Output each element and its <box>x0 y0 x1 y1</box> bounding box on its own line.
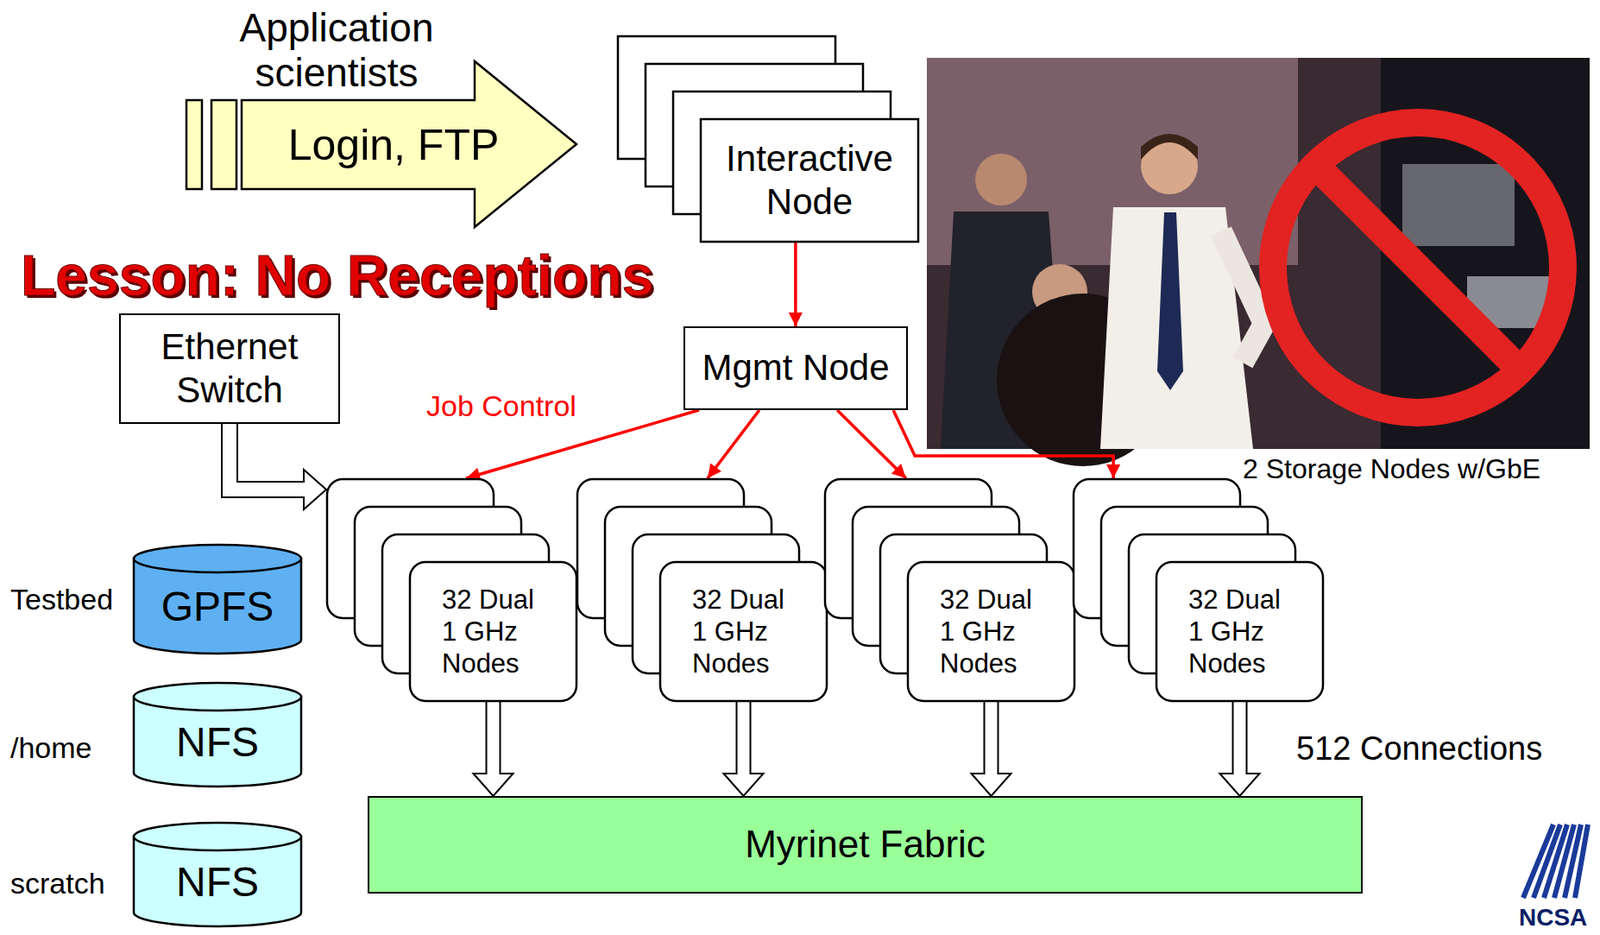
block-arrow <box>724 701 764 796</box>
arrow-fill <box>229 423 306 490</box>
stacked-box <box>700 119 919 242</box>
arrow-bar <box>186 100 202 189</box>
storage-label: scratch <box>10 865 106 901</box>
node-body: Ethernet Switch <box>120 314 339 423</box>
disk-top <box>133 682 302 711</box>
node-text: 32 Dual 1 GHz Nodes <box>939 583 1047 681</box>
node-body: NFS <box>132 850 303 913</box>
control-arrow <box>893 409 1114 479</box>
disk-top <box>133 822 302 851</box>
block-arrow <box>473 701 514 796</box>
node-body: Mgmt Node <box>685 327 907 409</box>
arrow-head <box>303 469 327 510</box>
arrow-outline <box>229 423 304 490</box>
block-arrow <box>1220 701 1260 796</box>
node-text: GPFS <box>161 581 275 632</box>
control-arrow <box>794 242 796 327</box>
block-arrow <box>971 701 1012 796</box>
note-label: 2 Storage Nodes w/GbE <box>1242 452 1541 486</box>
network-fabric: Myrinet Fabric <box>367 795 1363 894</box>
photo-person <box>975 153 1027 206</box>
prohibition-sign <box>1315 164 1521 371</box>
connector-line <box>793 242 798 327</box>
node-stack: Interactive Node <box>617 35 920 243</box>
stacked-box <box>409 561 577 701</box>
stacked-box <box>1156 561 1323 701</box>
node-body: 32 Dual 1 GHz Nodes <box>659 560 828 702</box>
stacked-box <box>660 561 827 701</box>
node-body: Interactive Node <box>699 118 920 243</box>
node-text: 32 Dual 1 GHz Nodes <box>1188 583 1296 681</box>
actor-label: Application scientists <box>222 5 451 95</box>
process-box: Mgmt Node <box>683 326 908 410</box>
photo-person <box>1157 212 1184 391</box>
arrow-head <box>473 773 514 796</box>
ncsa-logo <box>1523 824 1588 898</box>
node-text: NFS <box>176 856 259 908</box>
photo-person <box>1221 231 1265 363</box>
node-text: Myrinet Fabric <box>744 821 986 868</box>
node-stack: 32 Dual 1 GHz Nodes <box>1072 478 1324 702</box>
node-text: NFS <box>176 717 259 768</box>
storage-disk: GPFS <box>132 543 303 655</box>
node-text: Ethernet Switch <box>129 325 330 413</box>
storage-label: /home <box>10 730 93 766</box>
node-text: Login, FTP <box>288 119 500 171</box>
control-arrow <box>837 409 907 479</box>
connector-line <box>893 409 1114 479</box>
control-arrow <box>707 409 760 479</box>
node-body: 32 Dual 1 GHz Nodes <box>907 560 1076 702</box>
photo-equipment <box>1402 163 1515 246</box>
storage-label: Testbed <box>10 581 114 618</box>
node-body: Login, FTP <box>264 100 523 189</box>
stacked-box <box>907 561 1075 701</box>
switch-box: Ethernet Switch <box>119 313 341 424</box>
node-stack: 32 Dual 1 GHz Nodes <box>576 478 828 702</box>
arrow-bar <box>211 100 237 189</box>
node-stack: 32 Dual 1 GHz Nodes <box>824 478 1076 702</box>
storage-disk: NFS <box>132 681 303 788</box>
arrow-fill <box>985 701 998 775</box>
arrow-fill <box>737 701 750 775</box>
reception-photo <box>926 57 1590 467</box>
photo-person <box>1140 133 1198 160</box>
node-text: Mgmt Node <box>701 346 889 390</box>
note-label: 512 Connections <box>1296 729 1543 769</box>
logo-stripe <box>1574 824 1588 898</box>
arrow-head <box>1220 773 1260 796</box>
arrow-head <box>971 773 1012 796</box>
node-body: GPFS <box>132 573 303 640</box>
node-text: Interactive Node <box>706 137 913 225</box>
node-text: 32 Dual 1 GHz Nodes <box>692 583 800 681</box>
node-body: 32 Dual 1 GHz Nodes <box>1155 560 1324 702</box>
node-body: NFS <box>132 711 303 773</box>
disk-top <box>133 544 302 573</box>
edge-note: Job Control <box>426 388 577 424</box>
node-text: 32 Dual 1 GHz Nodes <box>441 583 549 681</box>
block-arrow <box>229 423 327 510</box>
prohibition-sign <box>1272 122 1563 413</box>
node-body: 32 Dual 1 GHz Nodes <box>409 560 578 702</box>
arrow-fill <box>487 701 500 775</box>
arrow-fill <box>1234 701 1247 775</box>
connector-line <box>837 409 907 479</box>
connector-line <box>707 409 760 479</box>
warning-banner: Lesson: No Receptions <box>20 246 654 304</box>
logo-text: NCSA <box>1518 902 1588 933</box>
node-body: Myrinet Fabric <box>369 797 1361 892</box>
storage-disk: NFS <box>132 821 303 927</box>
node-stack: 32 Dual 1 GHz Nodes <box>326 478 578 702</box>
arrow-head <box>724 773 764 796</box>
